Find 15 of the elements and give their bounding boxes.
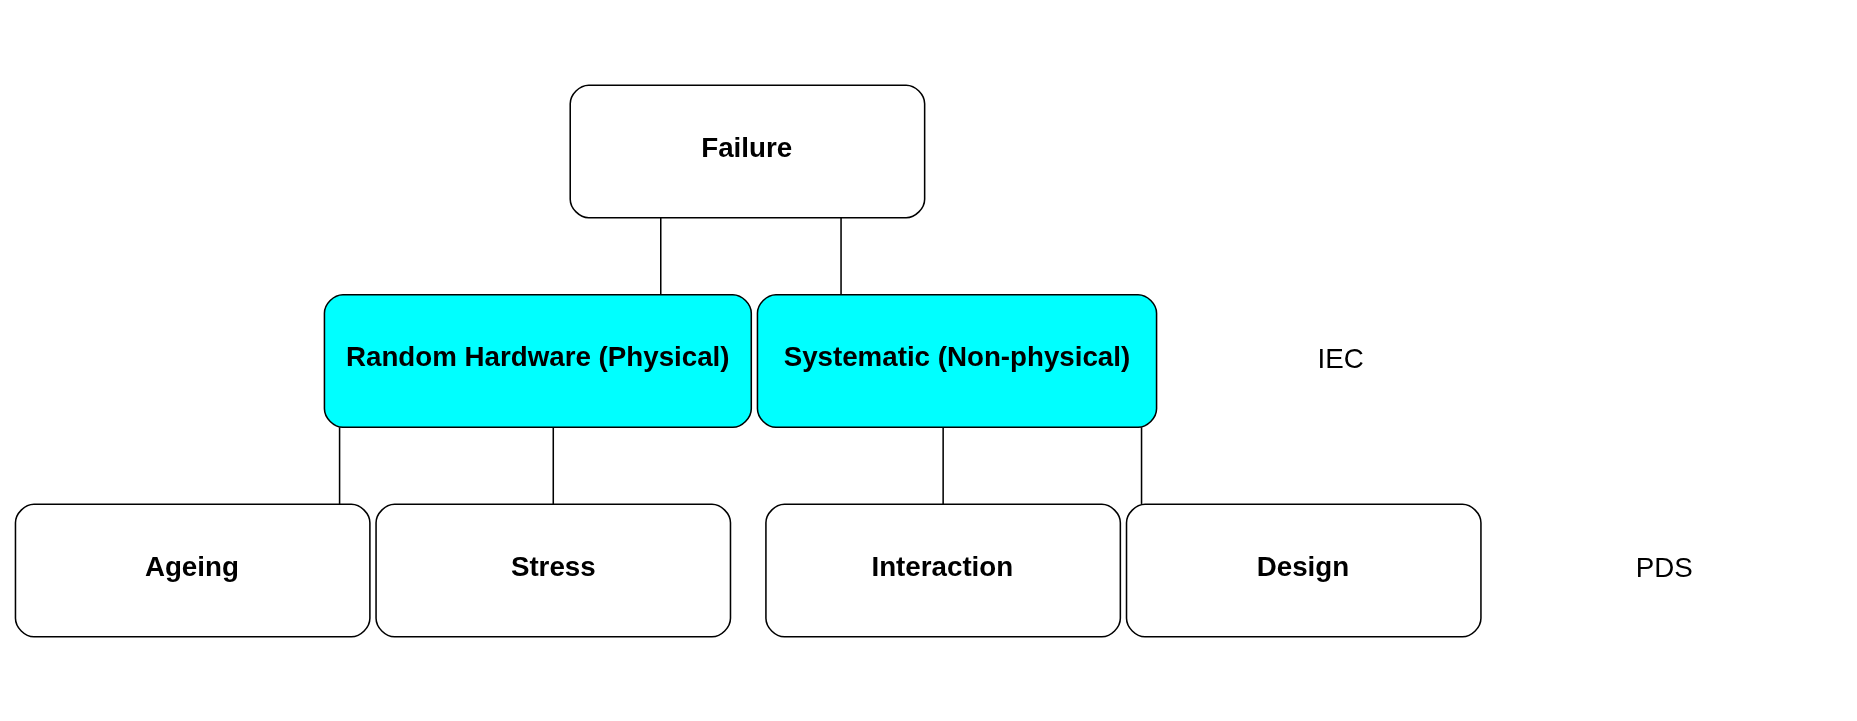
connector — [942, 426, 944, 505]
connector — [840, 216, 842, 295]
connector — [552, 426, 555, 505]
node-box: Stress — [375, 503, 732, 638]
label: IEC — [1317, 342, 1364, 374]
node-box: Random Hardware (Physical) — [323, 293, 753, 428]
node-box: Ageing — [14, 503, 371, 638]
node-box: Systematic (Non-physical) — [756, 293, 1158, 428]
label: PDS — [1635, 551, 1693, 583]
connector — [660, 216, 662, 295]
connector — [1140, 426, 1143, 505]
node-box: Design — [1125, 503, 1482, 638]
node-box: Interaction — [765, 503, 1122, 638]
node-box: Failure — [569, 83, 926, 218]
connector — [338, 426, 341, 505]
